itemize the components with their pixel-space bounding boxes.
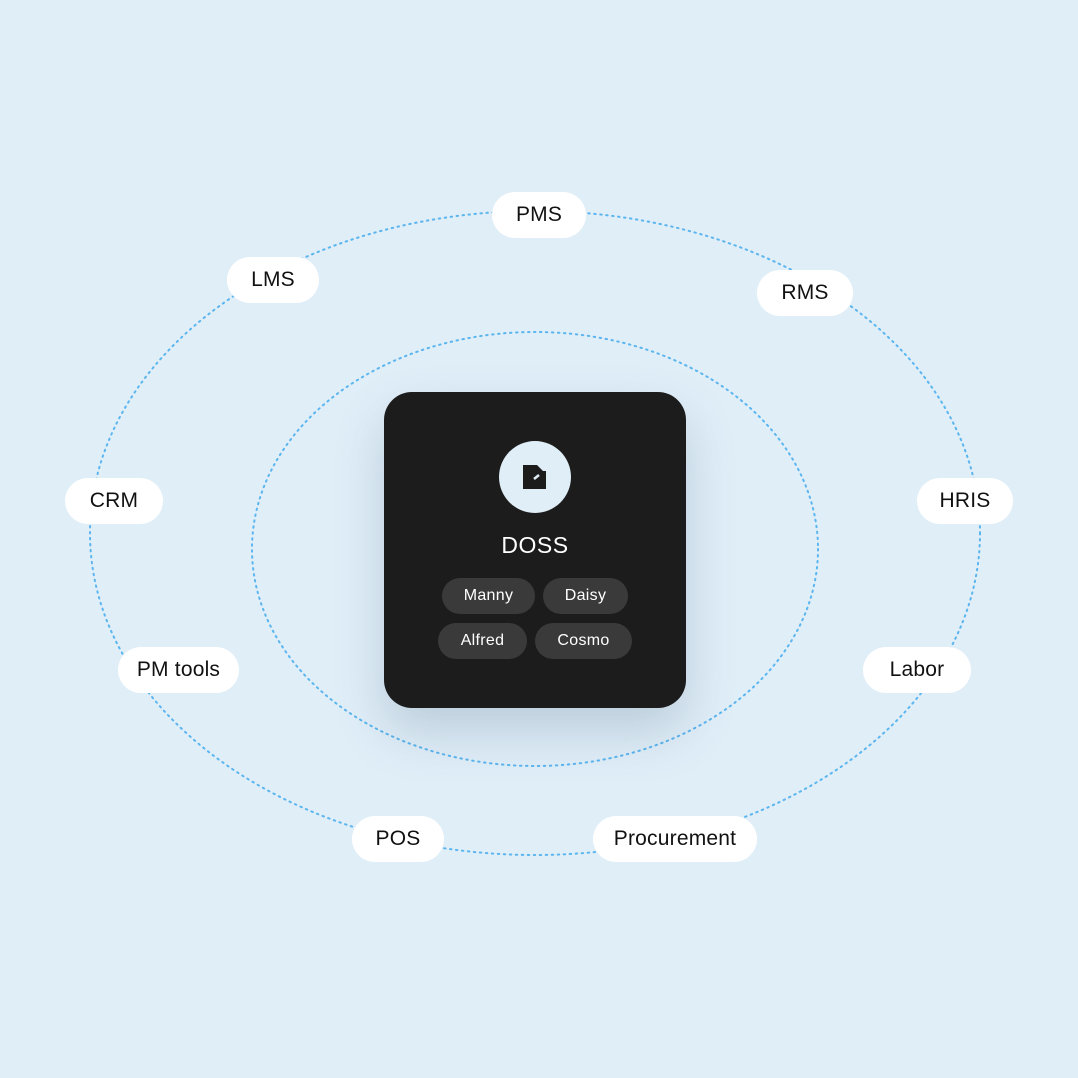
integration-pms: PMS <box>492 192 586 238</box>
agent-chip-manny: Manny <box>442 578 535 614</box>
agent-chip-daisy: Daisy <box>543 578 628 614</box>
doss-logo-icon <box>523 465 546 489</box>
doss-logo <box>499 441 571 513</box>
integration-procurement: Procurement <box>593 816 757 862</box>
integration-lms: LMS <box>227 257 319 303</box>
integration-hris: HRIS <box>917 478 1013 524</box>
agent-chip-cosmo: Cosmo <box>535 623 632 659</box>
integration-rms: RMS <box>757 270 853 316</box>
integration-pos: POS <box>352 816 444 862</box>
doss-hub-card: DOSS Manny Daisy Alfred Cosmo <box>384 392 686 708</box>
agent-chip-alfred: Alfred <box>438 623 527 659</box>
inner-orbit-ring <box>251 331 819 767</box>
hub-name: DOSS <box>501 532 569 558</box>
integration-pm-tools: PM tools <box>118 647 239 693</box>
integration-crm: CRM <box>65 478 163 524</box>
integration-labor: Labor <box>863 647 971 693</box>
